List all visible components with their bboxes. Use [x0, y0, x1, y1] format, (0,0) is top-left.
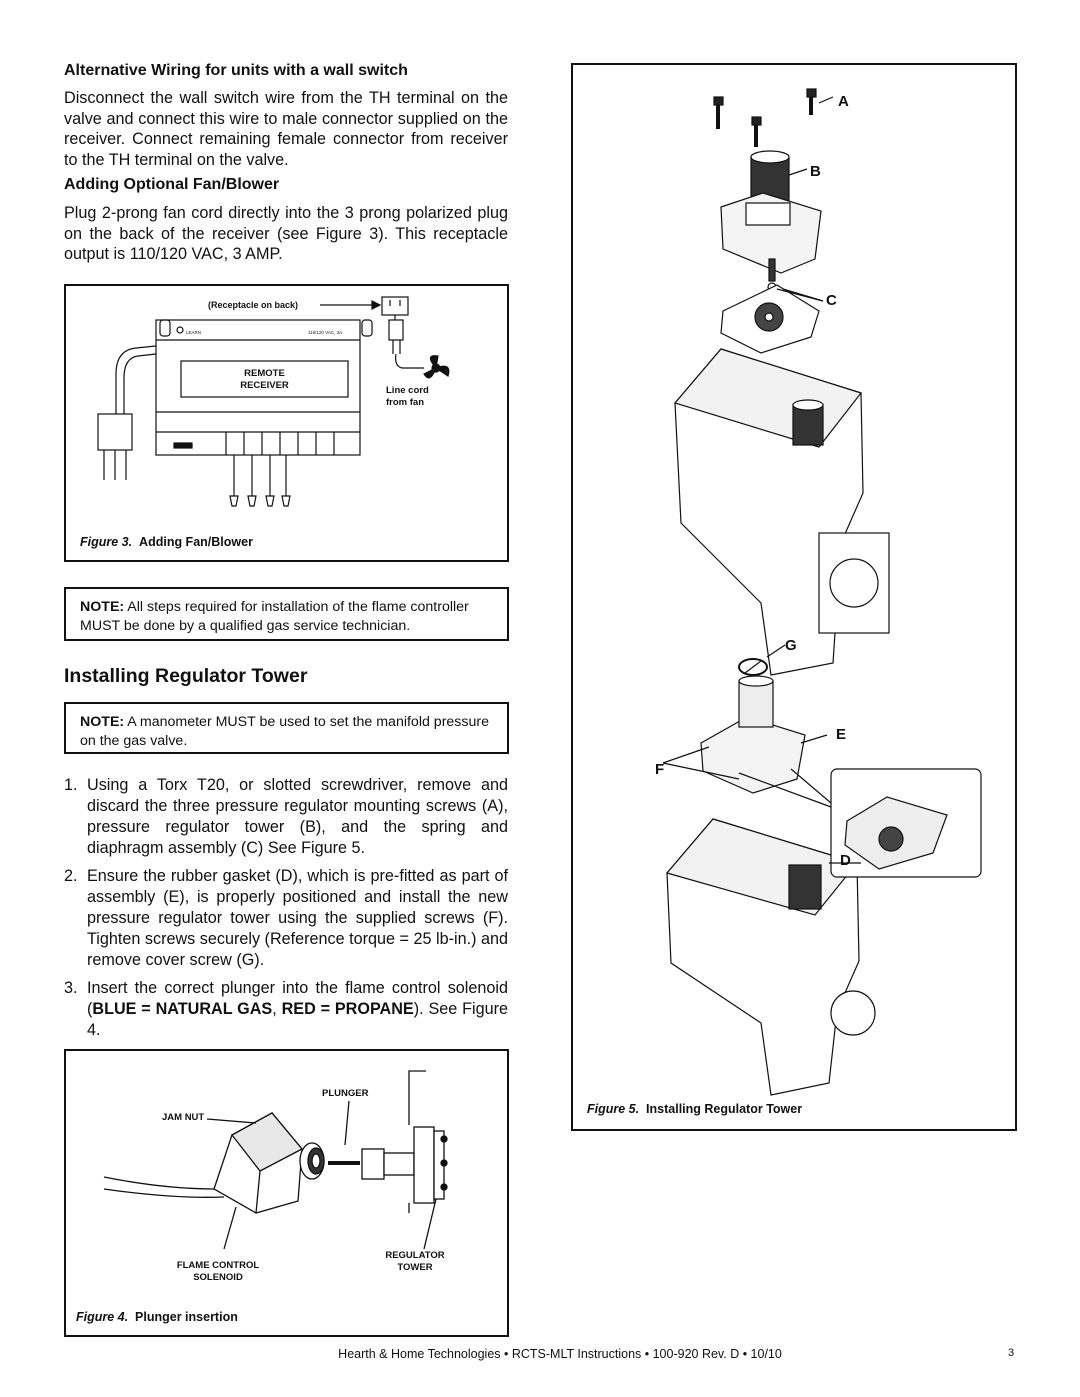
step-2: 2. Ensure the rubber gasket (D), which is…	[64, 866, 508, 971]
figure-4-caption-text: Plunger insertion	[135, 1310, 238, 1324]
figure-3-caption-number: Figure 3.	[80, 535, 133, 549]
figure-4	[64, 1049, 509, 1337]
figure-3-caption: Figure 3. Adding Fan/Blower	[80, 535, 253, 549]
rating-label: 110/120 VAC, 3A	[308, 330, 343, 335]
figure-4-caption: Figure 4. Plunger insertion	[76, 1310, 238, 1324]
note-2-text: A manometer MUST be used to set the mani…	[80, 714, 489, 749]
alt-wiring-heading: Alternative Wiring for units with a wall…	[64, 62, 408, 79]
section-heading: Installing Regulator Tower	[64, 665, 308, 687]
regulator-tower-label: REGULATOR TOWER	[376, 1250, 454, 1274]
step-3-text-b: ). See Figure 4.	[87, 1000, 508, 1039]
regulator-tower-line-2: TOWER	[397, 1262, 433, 1273]
step-3-propane: RED = PROPANE	[281, 1000, 414, 1018]
note-1-text: All steps required for installation of t…	[80, 599, 469, 634]
line-cord-line-1: Line cord	[386, 385, 429, 396]
steps-list: 1. Using a Torx T20, or slotted screwdriv…	[64, 775, 508, 1048]
remote-label-line-2: RECEIVER	[240, 380, 289, 391]
figure-3-caption-text: Adding Fan/Blower	[139, 535, 253, 549]
label-g: G	[785, 637, 797, 654]
step-3-text-a: Insert the correct plunger into the flam…	[87, 979, 508, 1018]
regulator-tower-line-1: REGULATOR	[385, 1250, 445, 1261]
figure-5	[571, 63, 1017, 1131]
label-a: A	[838, 93, 849, 110]
regulator-tower-diagram	[662, 88, 982, 1096]
figure-5-caption-text: Installing Regulator Tower	[646, 1102, 803, 1116]
flame-control-solenoid-label: FLAME CONTROL SOLENOID	[168, 1260, 268, 1284]
remote-label: REMOTE RECEIVER	[181, 368, 348, 392]
label-b: B	[810, 163, 821, 180]
step-3-separator: ,	[272, 1000, 282, 1018]
plunger-insertion-diagram	[103, 1070, 448, 1250]
note-qualified-technician: NOTE: All steps required for installatio…	[64, 587, 509, 641]
figure-3	[64, 284, 509, 562]
fan-text: Plug 2-prong fan cord directly into the …	[64, 204, 508, 264]
page-number: 3	[1008, 1347, 1015, 1359]
label-d: D	[840, 852, 851, 869]
step-1-number: 1.	[64, 776, 78, 794]
flame-control-line-2: SOLENOID	[193, 1272, 243, 1283]
figure-5-caption: Figure 5. Installing Regulator Tower	[587, 1102, 802, 1116]
step-2-text: Ensure the rubber gasket (D), which is p…	[87, 867, 508, 969]
plunger-label: PLUNGER	[322, 1088, 369, 1099]
alt-wiring-text: Disconnect the wall switch wire from the…	[64, 89, 508, 169]
fan-blower-diagram	[97, 296, 450, 507]
receptacle-label: (Receptacle on back)	[208, 300, 299, 310]
flame-control-line-1: FLAME CONTROL	[176, 1260, 260, 1271]
remote-label-line-1: REMOTE	[244, 368, 285, 379]
page-footer: Hearth & Home Technologies • RCTS-MLT In…	[338, 1347, 782, 1361]
step-3-natural-gas: BLUE = NATURAL GAS	[92, 1000, 273, 1018]
figure-4-caption-number: Figure 4.	[76, 1310, 129, 1324]
figure-5-caption-number: Figure 5.	[587, 1102, 640, 1116]
step-3-number: 3.	[64, 979, 78, 997]
note-2-label: NOTE:	[80, 714, 125, 730]
note-manometer: NOTE: A manometer MUST be used to set th…	[64, 702, 509, 754]
line-cord-label: Line cord from fan	[386, 385, 429, 409]
fan-heading: Adding Optional Fan/Blower	[64, 176, 280, 193]
step-3: 3. Insert the correct plunger into the fl…	[64, 978, 508, 1041]
label-e: E	[836, 726, 847, 743]
step-2-number: 2.	[64, 867, 78, 885]
line-cord-line-2: from fan	[386, 397, 424, 408]
note-1-label: NOTE:	[80, 599, 125, 615]
learn-label: LEARN	[186, 330, 202, 335]
label-c: C	[826, 292, 837, 309]
jam-nut-label: JAM NUT	[162, 1112, 205, 1123]
step-1: 1. Using a Torx T20, or slotted screwdriv…	[64, 775, 508, 859]
step-1-text: Using a Torx T20, or slotted screwdriver…	[87, 776, 508, 857]
label-f: F	[655, 761, 665, 778]
